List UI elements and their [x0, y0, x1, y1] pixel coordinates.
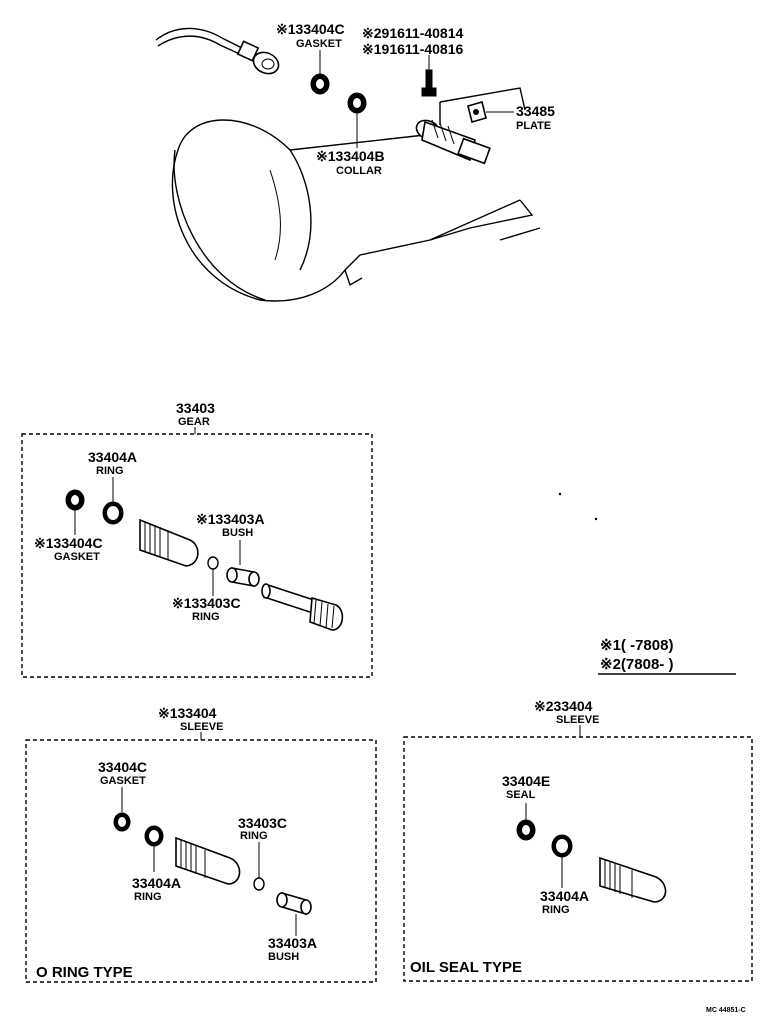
svg-text:※291611-40814: ※291611-40814 — [362, 25, 463, 41]
svg-text:COLLAR: COLLAR — [336, 165, 382, 177]
gear-ring: 33404A RING — [88, 449, 137, 525]
svg-text:33403C: 33403C — [238, 815, 287, 831]
driven-gear-shaft — [261, 583, 344, 631]
svg-text:※133403C: ※133403C — [172, 595, 241, 611]
svg-text:※133404: ※133404 — [158, 705, 217, 721]
top-bolt: ※291611-40814 ※191611-40816 — [362, 25, 463, 97]
gear-gasket: ※133404C GASKET — [34, 489, 103, 563]
svg-text:33404E: 33404E — [502, 773, 550, 789]
svg-text:PLATE: PLATE — [516, 120, 551, 132]
svg-text:SLEEVE: SLEEVE — [556, 714, 599, 726]
sleeve-right-body — [599, 856, 667, 903]
sleeve-right-ring: 33404A RING — [540, 834, 589, 916]
svg-text:RING: RING — [542, 904, 570, 916]
svg-text:RING: RING — [192, 611, 220, 623]
svg-text:33485: 33485 — [516, 103, 555, 119]
svg-text:33404A: 33404A — [540, 888, 589, 904]
svg-text:※1( -7808): ※1( -7808) — [600, 637, 673, 654]
svg-text:RING: RING — [96, 465, 124, 477]
svg-text:33403A: 33403A — [268, 935, 317, 951]
gear-sleeve-body — [139, 518, 199, 567]
top-gasket: ※133404C GASKET — [276, 21, 345, 95]
gear-o-ring: ※133403C RING — [172, 556, 241, 623]
catalog-code: MC 44851-C — [706, 1007, 746, 1014]
sleeve-left-bush: 33403A BUSH — [268, 891, 317, 963]
o-ring-type-caption: O RING TYPE — [36, 964, 133, 981]
svg-text:※191611-40816: ※191611-40816 — [362, 41, 463, 57]
legend: ※1( -7808) ※2(7808- ) — [558, 492, 736, 675]
sleeve-right-seal: 33404E SEAL — [502, 773, 550, 841]
top-plate: 33485 PLATE — [467, 101, 555, 132]
svg-text:33404A: 33404A — [132, 875, 181, 891]
svg-text:SLEEVE: SLEEVE — [180, 721, 223, 733]
cable-connector — [236, 40, 280, 75]
sleeve-left-ring: 33404A RING — [132, 825, 181, 903]
svg-text:33404C: 33404C — [98, 759, 147, 775]
gear-bush: ※133403A BUSH — [196, 511, 265, 587]
gear-box: 33403 GEAR 33404A RING ※133404C GASKET — [21, 400, 373, 678]
svg-text:GASKET: GASKET — [296, 38, 342, 50]
svg-text:33403: 33403 — [176, 400, 215, 416]
svg-text:※133403A: ※133403A — [196, 511, 265, 527]
sleeve-left-body — [175, 836, 241, 885]
svg-text:※2(7808- ): ※2(7808- ) — [600, 656, 673, 673]
sleeve-left-o-ring: 33403C RING — [238, 815, 287, 891]
svg-text:GEAR: GEAR — [178, 416, 210, 428]
svg-text:GASKET: GASKET — [100, 775, 146, 787]
top-collar: ※133404B COLLAR — [316, 92, 385, 177]
sleeve-oil-seal-type-box: ※233404 SLEEVE 33404E SEAL 33404A RING O… — [403, 698, 753, 982]
sleeve-o-ring-type-box: ※133404 SLEEVE 33404C GASKET 33404A RING — [25, 705, 377, 983]
svg-text:RING: RING — [134, 891, 162, 903]
oil-seal-type-caption: OIL SEAL TYPE — [410, 959, 522, 976]
speedometer-driven-gear-housing — [415, 119, 491, 165]
svg-text:RING: RING — [240, 830, 268, 842]
svg-text:BUSH: BUSH — [222, 527, 253, 539]
svg-text:※133404C: ※133404C — [34, 535, 103, 551]
svg-text:GASKET: GASKET — [54, 551, 100, 563]
svg-text:※233404: ※233404 — [534, 698, 593, 714]
svg-text:BUSH: BUSH — [268, 951, 299, 963]
svg-text:※133404C: ※133404C — [276, 21, 345, 37]
svg-text:33404A: 33404A — [88, 449, 137, 465]
sleeve-left-gasket: 33404C GASKET — [98, 759, 147, 832]
transmission-assembly — [155, 27, 541, 302]
svg-text:SEAL: SEAL — [506, 789, 536, 801]
svg-text:※133404B: ※133404B — [316, 148, 385, 164]
